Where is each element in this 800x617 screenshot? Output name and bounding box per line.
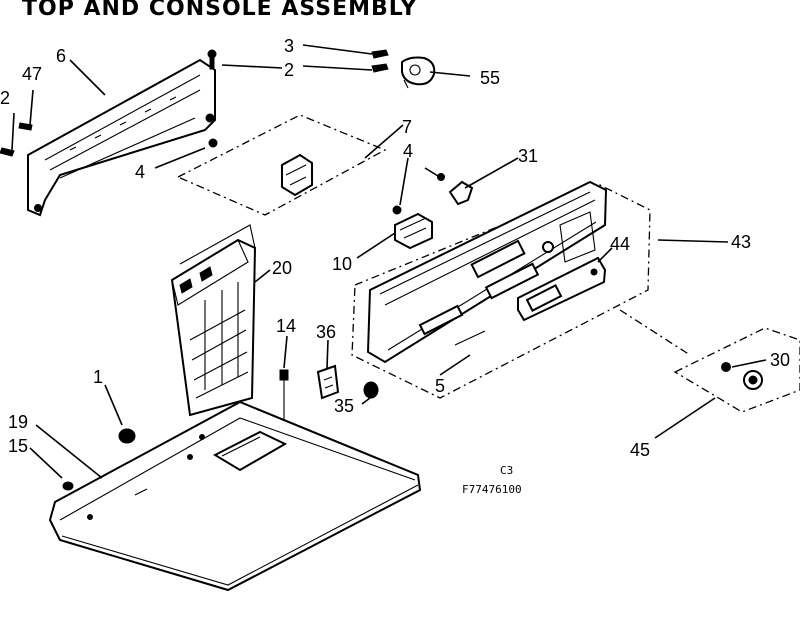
callout-5: 5	[435, 376, 445, 396]
callout-36: 36	[316, 322, 336, 342]
callout-3: 3	[284, 36, 294, 56]
top-panel-part	[48, 400, 422, 592]
callout-45: 45	[630, 440, 650, 460]
callout-labels: 2 47 6 3 2 55 7 4 4 31 10 44 43 20 5 14 …	[0, 36, 790, 460]
callout-55: 55	[480, 68, 500, 88]
callout-4-left: 4	[135, 162, 145, 182]
callout-44: 44	[610, 234, 630, 254]
callout-31: 31	[518, 146, 538, 166]
callout-4-right: 4	[403, 141, 413, 161]
callout-7: 7	[402, 117, 412, 137]
callout-14: 14	[276, 316, 296, 336]
knob-plate-part	[619, 309, 800, 413]
code-part-number: F77476100	[462, 483, 522, 496]
foot-part	[363, 381, 379, 399]
console-panel-part	[351, 180, 651, 399]
top-screws-part	[207, 49, 389, 73]
drawing-code: C3 F77476100	[462, 464, 522, 496]
callout-47: 47	[22, 64, 42, 84]
code-c3: C3	[500, 464, 513, 477]
mounting-plate-part	[176, 114, 387, 216]
callout-1: 1	[93, 367, 103, 387]
screw-left-part	[0, 122, 33, 157]
callout-20: 20	[272, 258, 292, 278]
callout-10: 10	[332, 254, 352, 274]
clip-36-part	[316, 364, 340, 400]
leader-lines	[11, 44, 767, 479]
knob-clip-part	[401, 56, 436, 89]
badge-part	[517, 256, 607, 322]
rear-bracket-part	[27, 58, 216, 217]
callout-6: 6	[56, 46, 66, 66]
callout-30: 30	[770, 350, 790, 370]
callout-15: 15	[8, 436, 28, 456]
callout-2-top: 2	[284, 60, 294, 80]
switch-part	[392, 205, 433, 250]
callout-2-left: 2	[0, 88, 10, 108]
filter-housing-part	[170, 224, 257, 417]
callout-19: 19	[8, 412, 28, 432]
switch-bracket-part	[437, 173, 474, 206]
diagram-title: TOP AND CONSOLE ASSEMBLY	[22, 0, 418, 21]
callout-35: 35	[334, 396, 354, 416]
callout-43: 43	[731, 232, 751, 252]
bumper-part	[62, 428, 136, 491]
